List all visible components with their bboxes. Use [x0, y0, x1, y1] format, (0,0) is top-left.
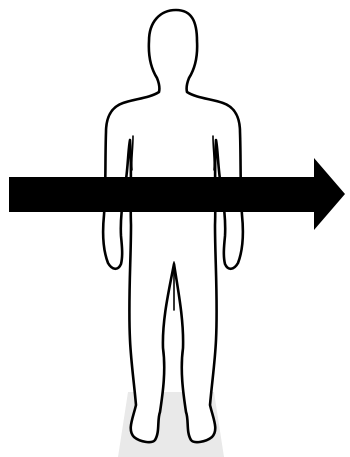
human-body-outline-icon [103, 10, 243, 442]
